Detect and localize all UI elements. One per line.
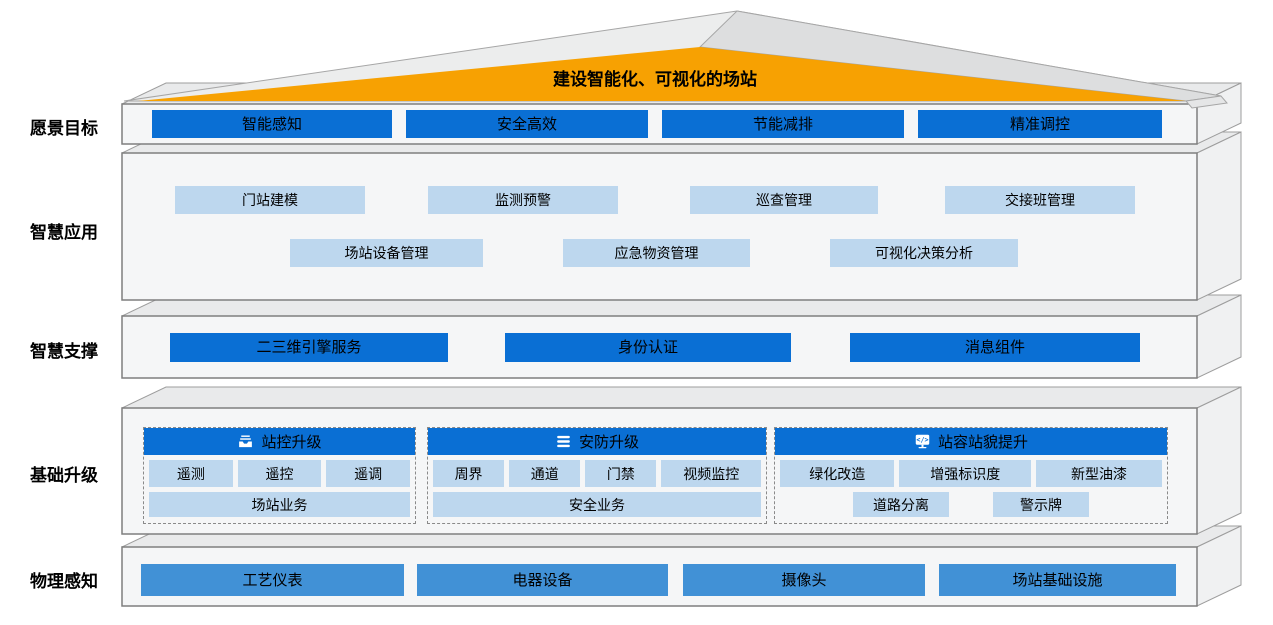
upgrade-item: 新型油漆 [1036, 460, 1162, 487]
group-body: 遥测 遥控 遥调 场站业务 [144, 455, 415, 523]
upgrade-item: 遥测 [149, 460, 233, 487]
layer-label-apps: 智慧应用 [30, 223, 98, 242]
upgrade-footer: 场站业务 [149, 492, 410, 517]
upgrade-item: 通道 [509, 460, 581, 487]
group-header: </> 站容站貌提升 [775, 428, 1167, 455]
group-title: 站容站貌提升 [937, 434, 1028, 451]
group-title: 安防升级 [578, 434, 639, 451]
upgrade-item: 增强标识度 [899, 460, 1032, 487]
app-item: 场站设备管理 [290, 239, 483, 267]
group-items: 周界 通道 门禁 视频监控 [433, 460, 762, 487]
upgrade-group-station-control: 站控升级 遥测 遥控 遥调 场站业务 [143, 427, 416, 524]
support-item: 身份认证 [505, 333, 791, 362]
vision-item: 精准调控 [918, 110, 1162, 138]
upgrade-item: 视频监控 [661, 460, 762, 487]
group-body: 周界 通道 门禁 视频监控 安全业务 [428, 455, 766, 523]
physical-item: 场站基础设施 [939, 564, 1176, 596]
upgrade-item: 遥调 [326, 460, 411, 487]
group-header: 安防升级 [428, 428, 766, 455]
group-title: 站控升级 [261, 434, 322, 451]
layer-label-upgrade: 基础升级 [30, 466, 98, 485]
group-header: 站控升级 [144, 428, 415, 455]
upgrade-item: 门禁 [585, 460, 657, 487]
group-items: 绿化改造 增强标识度 新型油漆 [780, 460, 1162, 487]
vision-item: 节能减排 [662, 110, 904, 138]
upgrade-item: 遥控 [237, 460, 322, 487]
vision-item: 安全高效 [406, 110, 648, 138]
app-item: 巡查管理 [690, 186, 878, 214]
layers-stack-icon [555, 433, 572, 450]
inbox-icon [237, 433, 254, 450]
support-item: 二三维引擎服务 [170, 333, 448, 362]
group-body: 绿化改造 增强标识度 新型油漆 道路分离 警示牌 [775, 455, 1167, 523]
app-item: 监测预警 [428, 186, 618, 214]
layer-label-vision: 愿景目标 [30, 119, 98, 138]
upgrade-group-security: 安防升级 周界 通道 门禁 视频监控 安全业务 [427, 427, 767, 524]
group-items: 遥测 遥控 遥调 [149, 460, 411, 487]
app-item: 应急物资管理 [563, 239, 750, 267]
upgrade-item: 警示牌 [993, 492, 1089, 517]
layer-label-physical: 物理感知 [30, 572, 98, 591]
app-item: 门站建模 [175, 186, 365, 214]
layer-label-support: 智慧支撑 [30, 342, 98, 361]
upgrade-item: 绿化改造 [780, 460, 895, 487]
upgrade-footer: 安全业务 [433, 492, 761, 517]
code-monitor-icon: </> [914, 433, 931, 450]
upgrade-group-appearance: </> 站容站貌提升 绿化改造 增强标识度 新型油漆 道路分离 警示牌 [774, 427, 1168, 524]
physical-item: 摄像头 [683, 564, 925, 596]
physical-item: 工艺仪表 [141, 564, 404, 596]
vision-item: 智能感知 [152, 110, 392, 138]
upgrade-item: 道路分离 [853, 492, 949, 517]
svg-text:</>: </> [916, 436, 928, 444]
upgrade-item: 周界 [433, 460, 505, 487]
app-item: 可视化决策分析 [830, 239, 1018, 267]
app-item: 交接班管理 [945, 186, 1135, 214]
physical-item: 电器设备 [417, 564, 668, 596]
group-items-row2: 道路分离 警示牌 [780, 492, 1162, 517]
support-item: 消息组件 [850, 333, 1140, 362]
roof-title: 建设智能化、可视化的场站 [553, 69, 757, 89]
